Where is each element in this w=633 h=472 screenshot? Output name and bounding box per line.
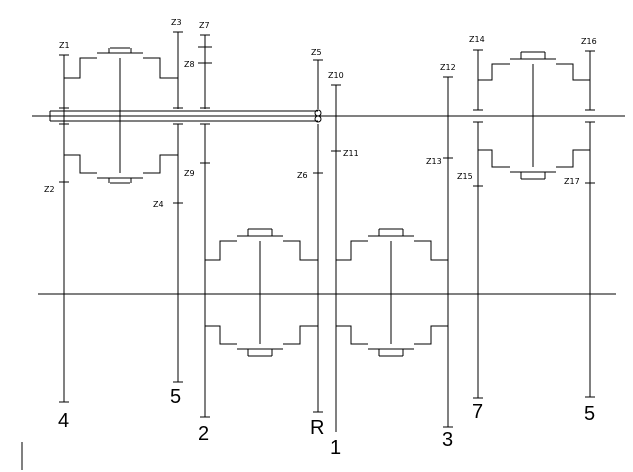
label-z10: Z10: [328, 71, 344, 80]
label-z4: Z4: [153, 200, 164, 209]
label-z15: Z15: [457, 172, 473, 181]
position-label-5-left: 5: [170, 386, 181, 408]
label-z5: Z5: [311, 48, 322, 57]
label-z9: Z9: [184, 169, 195, 178]
position-label-7: 7: [472, 401, 483, 423]
gear-z9: [200, 123, 210, 418]
gear-z10-z11: [331, 84, 341, 432]
position-label-2: 2: [198, 423, 209, 445]
label-z1: Z1: [59, 41, 70, 50]
gear-z5: [313, 59, 323, 109]
gear-z16: [585, 50, 595, 111]
position-label-4: 4: [58, 410, 69, 432]
position-label-3: 3: [442, 429, 453, 451]
synchronizer-lower-left: [205, 228, 318, 357]
label-z16: Z16: [581, 37, 597, 46]
gear-z17: [585, 121, 595, 398]
label-z2: Z2: [44, 185, 55, 194]
synchronizer-lower-right: [336, 228, 448, 357]
position-label-5-right: 5: [584, 403, 595, 425]
label-z14: Z14: [469, 35, 485, 44]
label-z7: Z7: [199, 21, 210, 30]
gear-z2: [59, 123, 69, 403]
position-label-r: R: [310, 417, 324, 439]
gear-z15: [473, 121, 483, 399]
label-z12: Z12: [440, 63, 456, 72]
label-z13: Z13: [426, 157, 442, 166]
gear-z4: [173, 123, 183, 383]
gear-z3: [173, 31, 183, 109]
synchronizer-right: [478, 51, 590, 180]
upper-shaft: [32, 110, 625, 122]
gear-z1: [59, 54, 69, 109]
position-label-1: 1: [330, 437, 341, 459]
label-z6: Z6: [297, 171, 308, 180]
gear-z6: [313, 124, 323, 413]
label-z11: Z11: [343, 149, 359, 158]
label-z3: Z3: [171, 18, 182, 27]
gear-z7-z8: [198, 34, 212, 109]
synchronizer-left: [63, 47, 178, 184]
label-z8: Z8: [184, 60, 195, 69]
gear-z14: [473, 49, 483, 111]
bearing: [314, 109, 322, 123]
label-z17: Z17: [564, 177, 580, 186]
gear-z12-z13: [443, 76, 453, 428]
